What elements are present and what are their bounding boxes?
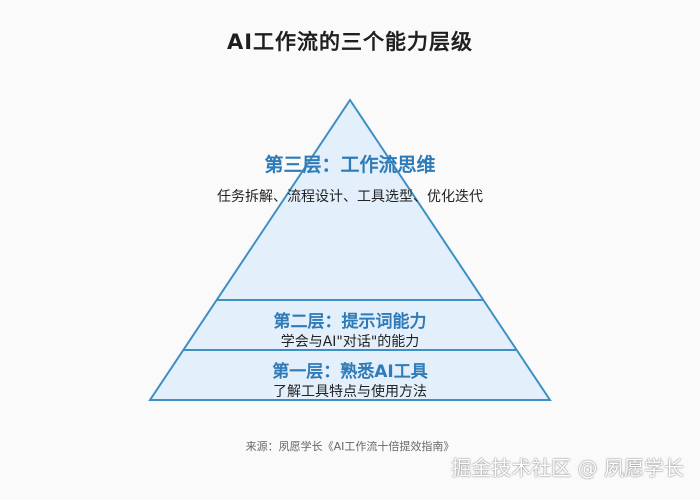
layer-1-title: 第一层：熟悉AI工具 <box>272 362 428 382</box>
layer-2-description: 学会与AI"对话"的能力 <box>280 334 420 350</box>
layer-1-description: 了解工具特点与使用方法 <box>273 384 427 400</box>
watermark: 掘金技术社区 @ 夙愿学长 <box>451 456 684 480</box>
diagram-title: AI工作流的三个能力层级 <box>226 30 474 54</box>
layer-2-title: 第二层：提示词能力 <box>273 312 427 332</box>
layer-3-description: 任务拆解、流程设计、工具选型、优化迭代 <box>217 189 483 205</box>
source-caption: 来源：夙愿学长《AI工作流十倍提效指南》 <box>245 440 455 453</box>
pyramid-shape <box>148 98 552 401</box>
layer-3-title: 第三层：工作流思维 <box>264 154 436 176</box>
